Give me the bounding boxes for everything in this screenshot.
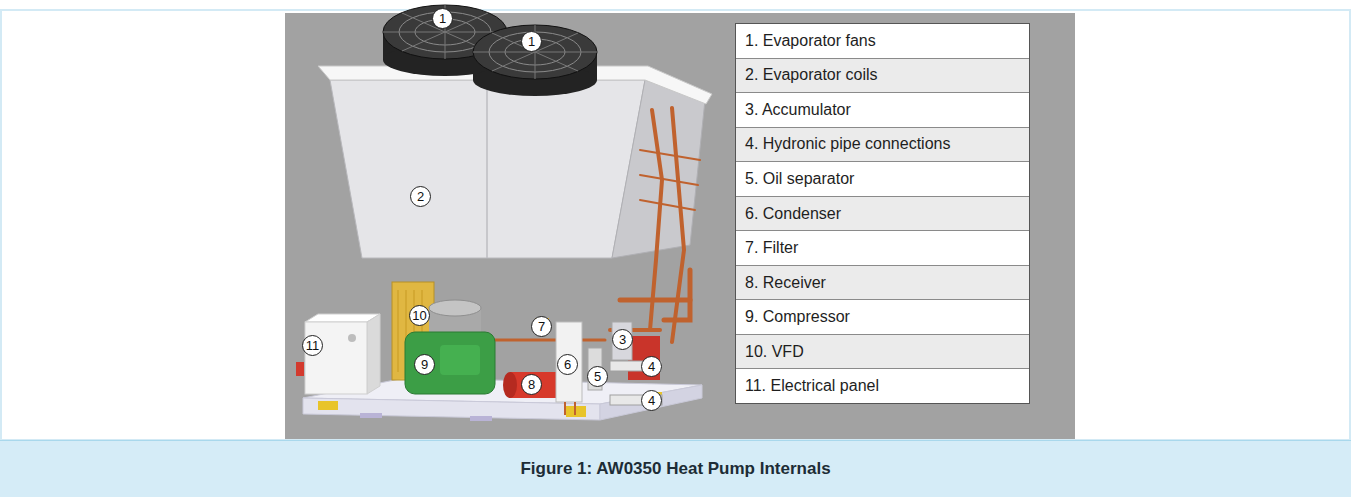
table-row: 4. Hydronic pipe connections <box>736 128 1029 163</box>
table-row: 3. Accumulator <box>736 93 1029 128</box>
callout-number: 4 <box>641 356 662 377</box>
electrical-panel-part <box>348 334 356 342</box>
compressor-part <box>405 332 495 394</box>
table-row: 8. Receiver <box>736 266 1029 301</box>
electrical-panel-part <box>367 314 380 394</box>
copper-piping-part <box>664 270 690 320</box>
callout-number: 1 <box>521 31 542 52</box>
callout-number: 7 <box>531 316 552 337</box>
caption-band: Figure 1: AW0350 Heat Pump Internals <box>0 440 1351 497</box>
table-cell: 6. Condenser <box>745 205 841 223</box>
table-cell: 7. Filter <box>745 239 798 257</box>
table-cell: 9. Compressor <box>745 308 850 326</box>
figure-caption: Figure 1: AW0350 Heat Pump Internals <box>520 459 830 479</box>
callout-number: 8 <box>521 374 542 395</box>
copper-piping-part <box>490 339 605 342</box>
copper-piping <box>490 108 700 342</box>
callout-number: 3 <box>612 329 633 350</box>
electrical-panel-part <box>305 322 367 394</box>
legend-table: 1. Evaporator fans 2. Evaporator coils 3. … <box>735 23 1030 404</box>
copper-piping-part <box>640 150 700 210</box>
table-row: 5. Oil separator <box>736 162 1029 197</box>
table-row: 1. Evaporator fans <box>736 24 1029 59</box>
table-cell: 11. Electrical panel <box>745 377 879 395</box>
table-row: 9. Compressor <box>736 300 1029 335</box>
fans-part <box>473 25 597 79</box>
base-skid-part <box>360 413 382 418</box>
table-cell: 8. Receiver <box>745 274 826 292</box>
refrigeration-parts <box>503 318 662 415</box>
table-cell: 10. VFD <box>745 343 804 361</box>
coil-housing-part <box>330 80 645 258</box>
electrical-panel <box>296 314 380 394</box>
refrigeration-parts-part <box>503 372 517 398</box>
grey-backdrop <box>285 13 1075 439</box>
callout-number: 10 <box>409 305 430 326</box>
base-skid-part <box>470 416 492 421</box>
compressor-part <box>429 300 481 316</box>
callout-number: 2 <box>410 186 431 207</box>
table-cell: 1. Evaporator fans <box>745 32 876 50</box>
electrical-panel-part <box>296 362 304 376</box>
callout-number: 6 <box>557 354 578 375</box>
table-cell: 2. Evaporator coils <box>745 66 878 84</box>
refrigeration-parts-part <box>612 322 632 360</box>
table-cell: 5. Oil separator <box>745 170 854 188</box>
callout-number: 4 <box>641 390 662 411</box>
fans-part <box>473 25 597 79</box>
callout-number: 5 <box>587 366 608 387</box>
compressor-part <box>440 345 480 375</box>
base-skid-part <box>600 385 702 420</box>
table-row: 7. Filter <box>736 231 1029 266</box>
callout-number: 11 <box>302 335 323 356</box>
frame <box>1 10 1350 440</box>
base-skid-part <box>303 398 600 420</box>
refrigeration-parts-part <box>556 322 582 402</box>
table-row: 6. Condenser <box>736 197 1029 232</box>
table-cell: 3. Accumulator <box>745 101 851 119</box>
fans <box>383 5 597 96</box>
refrigeration-parts-part <box>565 402 575 415</box>
coil-housing-part <box>486 80 488 258</box>
table-cell: 4. Hydronic pipe connections <box>745 135 950 153</box>
copper-piping-part <box>620 298 690 303</box>
base-skid-part <box>318 401 338 410</box>
callout-number: 1 <box>432 8 453 29</box>
table-row: 2. Evaporator coils <box>736 59 1029 94</box>
copper-piping-part <box>650 110 662 330</box>
callout-number: 9 <box>414 354 435 375</box>
table-row: 10. VFD <box>736 335 1029 370</box>
table-row: 11. Electrical panel <box>736 369 1029 403</box>
copper-piping-part <box>672 108 684 342</box>
compressor <box>405 300 495 394</box>
